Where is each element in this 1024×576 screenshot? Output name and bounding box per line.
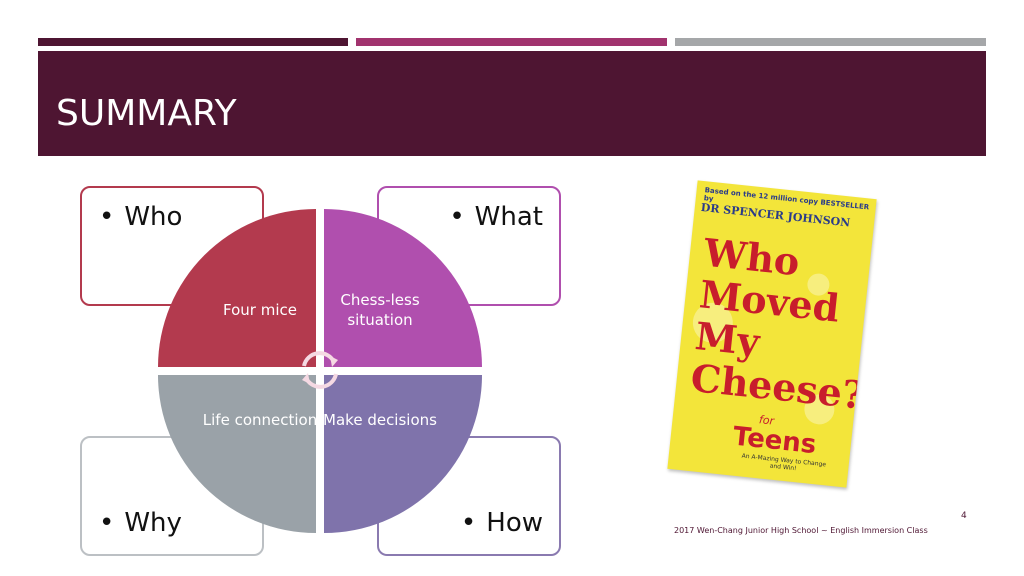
accent-bar-gray bbox=[675, 38, 986, 46]
quadrant-text-four-mice: Four mice bbox=[223, 301, 297, 319]
quadrant-text-life-connection: Life connection bbox=[202, 411, 318, 429]
accent-bar-magenta bbox=[356, 38, 667, 46]
footer-text: 2017 Wen-Chang Junior High School ~ Engl… bbox=[674, 526, 928, 535]
how-label: •How bbox=[460, 508, 543, 538]
page-number: 4 bbox=[961, 511, 967, 521]
what-label: •What bbox=[449, 202, 543, 232]
quadrant-four-mice bbox=[158, 209, 316, 367]
bullet-icon: • bbox=[99, 202, 115, 232]
quadrant-text-make-decisions: Make decisions bbox=[323, 411, 437, 429]
title-band: SUMMARY bbox=[38, 51, 986, 156]
accent-bar-dark bbox=[38, 38, 348, 46]
bullet-icon: • bbox=[449, 202, 465, 232]
book-title: Who Moved My Cheese? bbox=[688, 229, 867, 418]
quadrant-life-connection bbox=[158, 375, 316, 533]
bullet-icon: • bbox=[460, 508, 477, 538]
book-cover-image: Based on the 12 million copy BESTSELLER … bbox=[667, 180, 877, 488]
quadrant-chess-less bbox=[324, 209, 482, 367]
bullet-icon: • bbox=[99, 508, 115, 538]
why-label: •Why bbox=[99, 508, 182, 538]
slide-title: SUMMARY bbox=[56, 93, 237, 134]
cycle-arrows-icon bbox=[302, 351, 338, 389]
cycle-wheel bbox=[158, 209, 482, 533]
who-label: •Who bbox=[99, 202, 183, 232]
quadrant-make-decisions bbox=[324, 375, 482, 533]
quadrant-text-chess-less: Chess-less situation bbox=[340, 291, 420, 329]
